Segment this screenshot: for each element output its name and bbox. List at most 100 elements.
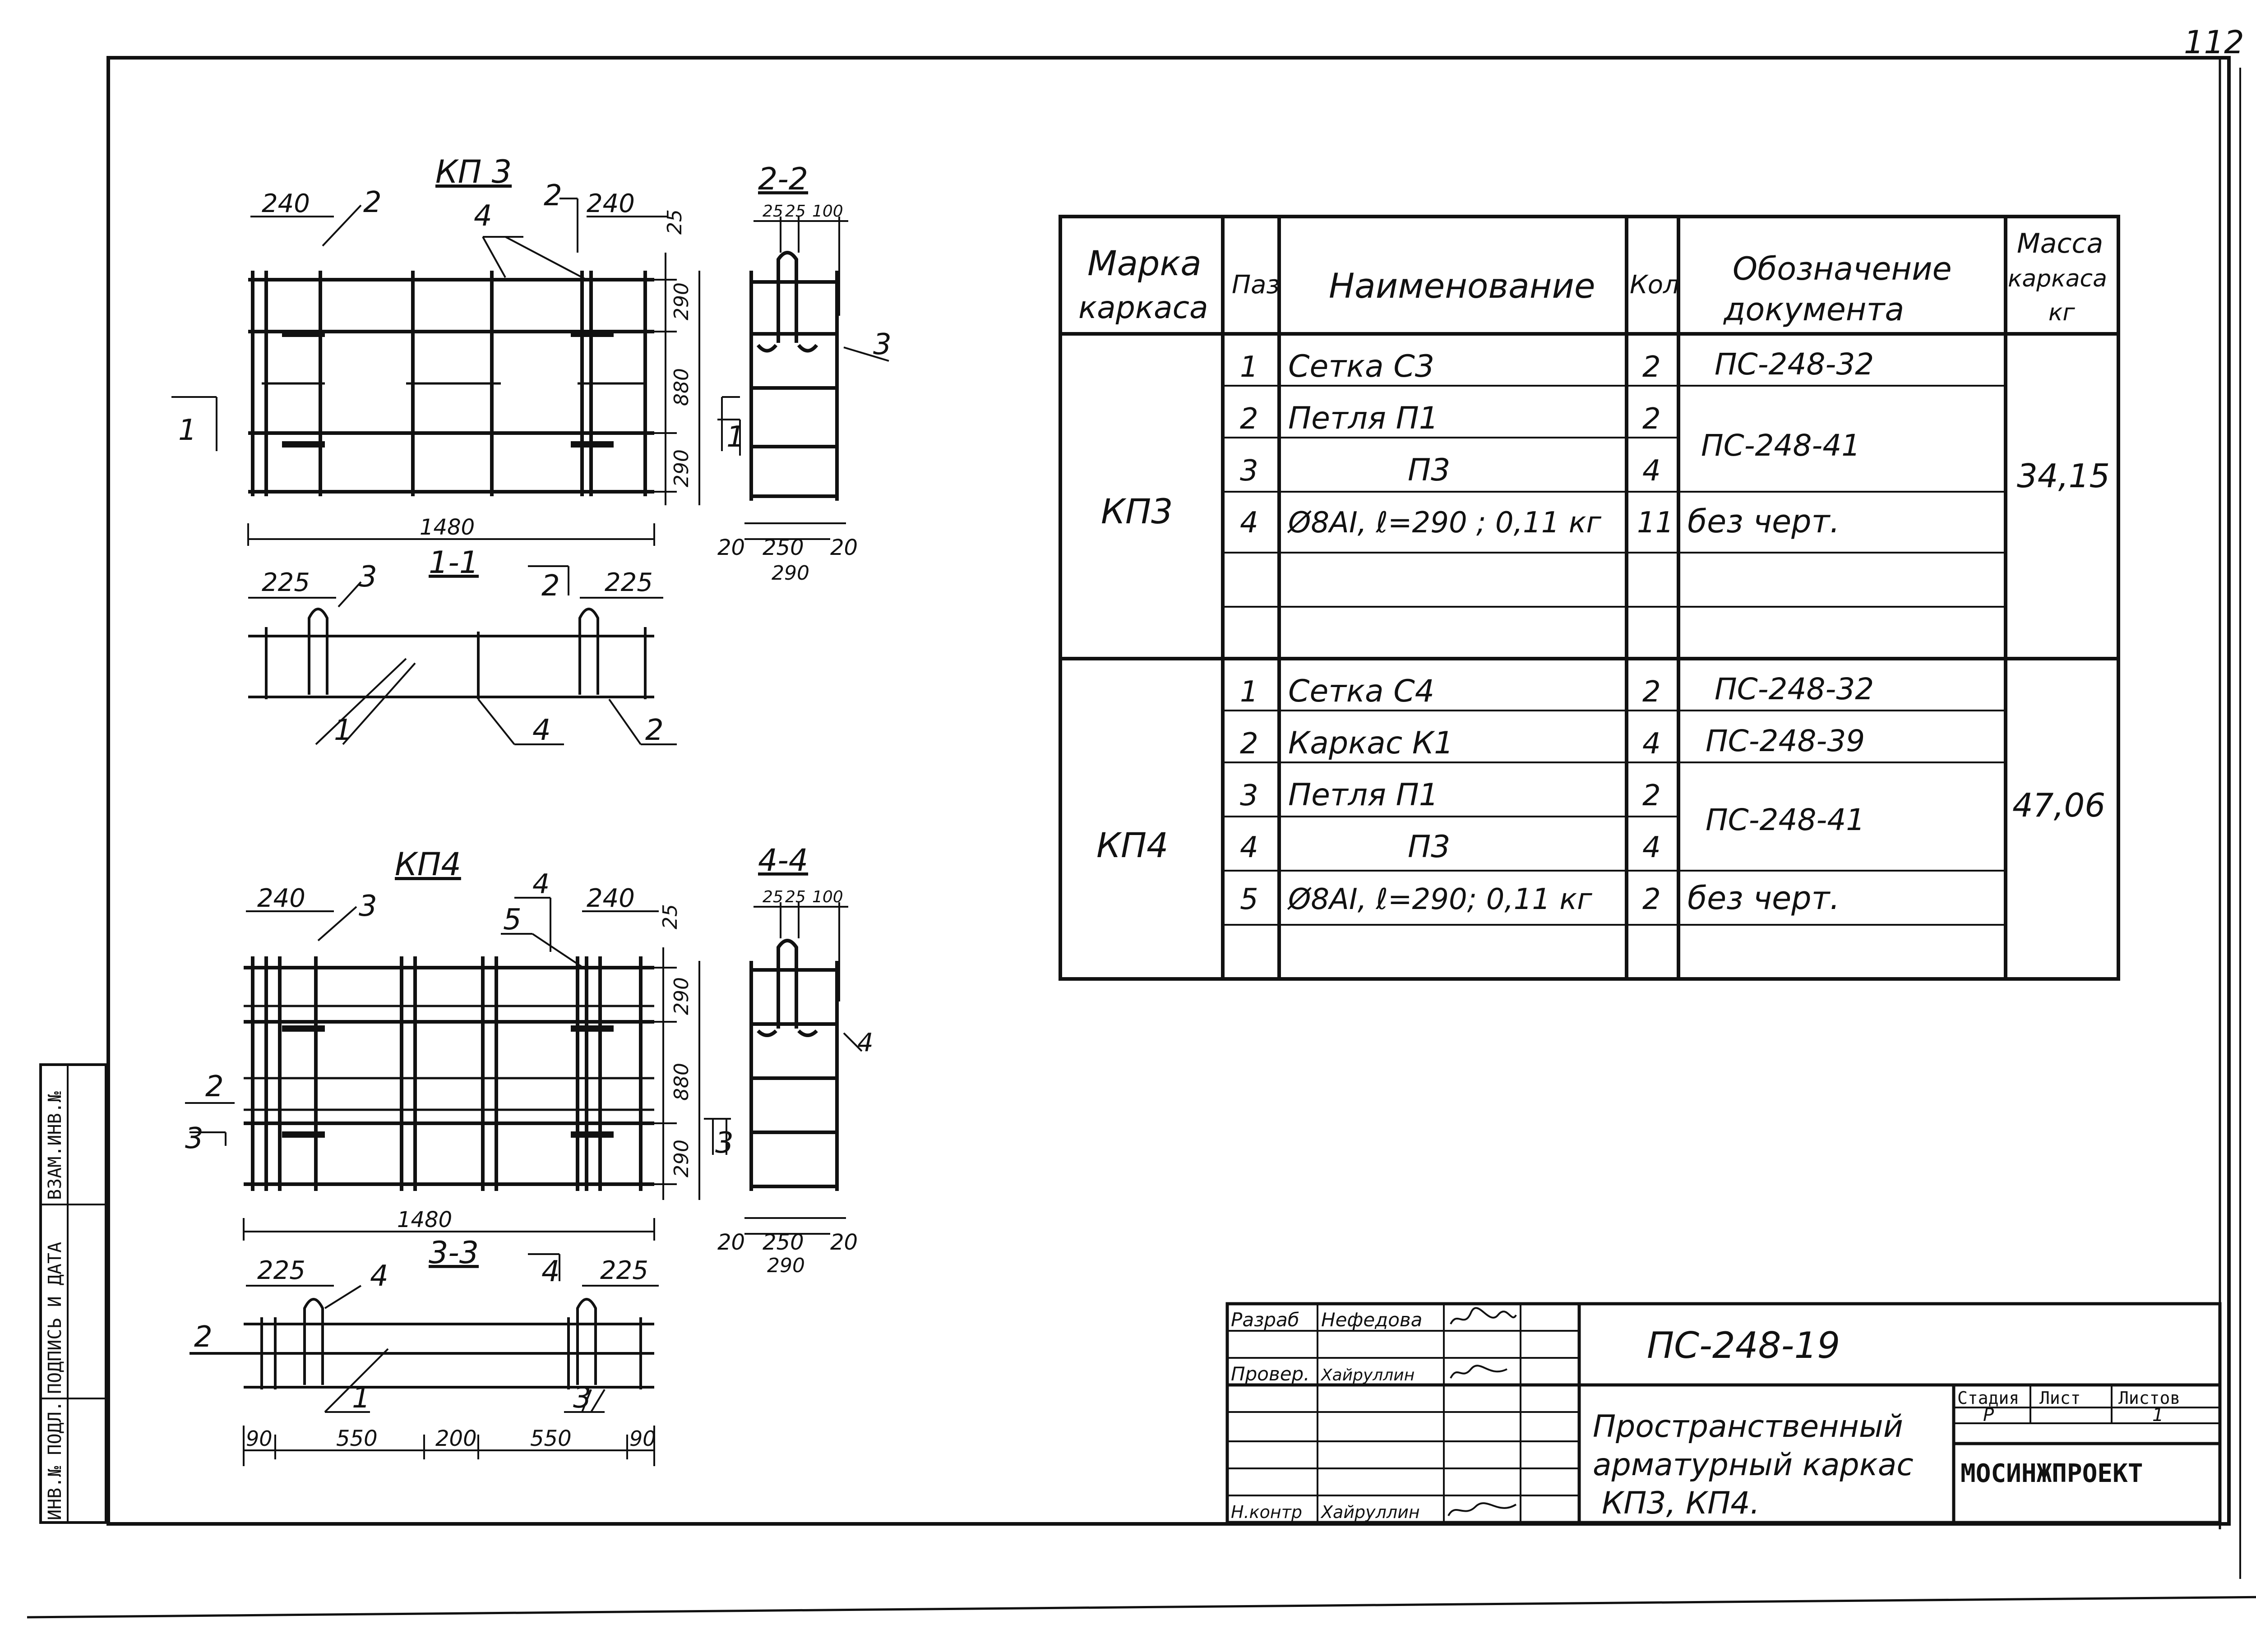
spec-pos: 4 xyxy=(1240,831,1258,864)
sec22-dim-3: 100 xyxy=(812,202,843,221)
drawing-kp4: КП4 xyxy=(185,846,731,1241)
spec-qty: 4 xyxy=(1642,727,1661,761)
sec33-dim-b2: 550 xyxy=(336,1426,378,1451)
sec33-dim-b3: 200 xyxy=(435,1426,477,1451)
spec-pos: 1 xyxy=(1240,351,1258,384)
role-2-name: Хайруллин xyxy=(1320,1366,1415,1384)
kp3-dim-total: 1480 xyxy=(420,515,475,540)
spec-qty: 2 xyxy=(1642,779,1661,812)
sec11-callout-4: 4 xyxy=(532,714,551,747)
sec22-dim-b3: 20 xyxy=(830,535,858,560)
sec22-section-1: 1 xyxy=(726,420,745,454)
sec11-dim-right: 225 xyxy=(605,568,653,597)
spec-pos: 3 xyxy=(1240,779,1258,812)
table-row: 1 Сетка С4 2 ПС-248-32 xyxy=(1240,672,1874,709)
kp4-dim-right: 240 xyxy=(587,884,635,913)
sec33-title: 3-3 xyxy=(429,1235,479,1271)
hdr-mass-3: кг xyxy=(2048,299,2075,326)
title-block: Разраб Нефедова Провер. Хайруллин Н.конт… xyxy=(1225,1302,2222,1524)
kp4-callout-4: 4 xyxy=(532,868,550,900)
spec-name: Каркас К1 xyxy=(1288,725,1453,761)
sec33-callout-2: 2 xyxy=(194,1320,213,1354)
kp3-dim-h3: 290 xyxy=(670,449,693,487)
sec11-title: 1-1 xyxy=(429,545,479,581)
hdr-pos: Паз xyxy=(1232,270,1280,300)
hdr-doc-1: Обозначение xyxy=(1733,250,1952,287)
spec-doc: ПС-248-41 xyxy=(1706,803,1865,837)
spec-doc: ПС-248-32 xyxy=(1715,672,1874,706)
hdr-qty: Кол xyxy=(1630,270,1679,300)
sec33-callout-3: 3 xyxy=(573,1381,592,1415)
sec33-dim-left: 225 xyxy=(257,1256,305,1285)
kp3-dim-left: 240 xyxy=(262,189,310,218)
table-row: 4 Ø8АI, ℓ=290 ; 0,11 кг 11 без черт. xyxy=(1240,503,1840,540)
sec44-dim-b4: 290 xyxy=(767,1254,805,1277)
kp3-callout-2b: 2 xyxy=(544,179,562,212)
role-6-name: Хайруллин xyxy=(1320,1502,1420,1522)
hdr-mass-1: Масса xyxy=(2017,228,2103,259)
sec11-section-2: 2 xyxy=(541,569,560,603)
spec-mass-kp4: 47,06 xyxy=(2012,786,2105,824)
kp4-dim-h3: 290 xyxy=(670,1140,693,1177)
spec-qty: 4 xyxy=(1642,831,1661,864)
kp4-dim-left: 240 xyxy=(257,884,305,913)
spec-qty: 4 xyxy=(1642,454,1661,488)
spec-pos: 4 xyxy=(1240,506,1258,540)
role-2: Провер. xyxy=(1231,1363,1310,1385)
stage-label: Стадия xyxy=(1957,1388,2019,1408)
drawing-sec22: 2-2 25 25 100 3 20 250 xyxy=(717,162,892,585)
spec-qty: 2 xyxy=(1642,675,1661,709)
sec33-dim-right: 225 xyxy=(600,1256,648,1285)
sec44-section-3: 3 xyxy=(715,1126,734,1160)
sec33-callout-1: 1 xyxy=(352,1381,370,1415)
spec-pos: 5 xyxy=(1240,883,1258,916)
sec11-callout-2: 2 xyxy=(645,714,664,747)
spec-name: П3 xyxy=(1408,452,1450,488)
sec44-dim-1: 25 xyxy=(763,888,783,906)
spec-doc: без черт. xyxy=(1687,503,1840,540)
sec44-title: 4-4 xyxy=(758,843,808,878)
role-1: Разраб xyxy=(1231,1309,1299,1331)
drawing-sec44: 4-4 25 25 100 4 20 250 xyxy=(704,843,874,1277)
drawing-kp3: КП 3 xyxy=(171,153,740,546)
spec-mass-kp3: 34,15 xyxy=(2017,457,2110,495)
doc-code: ПС-248-19 xyxy=(1647,1324,1840,1366)
spec-qty: 2 xyxy=(1642,883,1661,916)
spec-pos: 3 xyxy=(1240,454,1258,488)
table-row: 4 П3 4 xyxy=(1240,829,1661,865)
sec33-callout-4: 4 xyxy=(370,1260,388,1293)
table-row: 1 Сетка С3 2 ПС-248-32 xyxy=(1240,347,1874,384)
spec-pos: 2 xyxy=(1240,727,1258,761)
spec-name: Петля П1 xyxy=(1288,401,1438,436)
kp4-dim-top: 25 xyxy=(659,904,682,929)
sec33-dim-b4: 550 xyxy=(530,1426,572,1451)
kp3-section-1: 1 xyxy=(178,414,197,447)
role-6: Н.контр xyxy=(1231,1502,1302,1522)
sec11-dim-left: 225 xyxy=(262,568,310,597)
spec-name: Сетка С4 xyxy=(1288,674,1434,709)
spec-qty: 2 xyxy=(1642,402,1661,436)
sec22-title: 2-2 xyxy=(758,162,808,197)
spec-mark-kp3: КП3 xyxy=(1101,491,1173,531)
kp4-dim-h2: 880 xyxy=(670,1063,693,1101)
drawing-sec33: 3-3 xyxy=(190,1235,659,1466)
hdr-mass-2: каркаса xyxy=(2008,265,2107,292)
sec22-dim-2: 25 xyxy=(785,202,806,221)
hdr-name: Наименование xyxy=(1329,266,1595,306)
spec-pos: 1 xyxy=(1240,675,1258,709)
org-name: МОСИНЖПРОЕКТ xyxy=(1960,1459,2143,1488)
sec22-dim-b4: 290 xyxy=(772,562,809,585)
sec22-dim-b1: 20 xyxy=(717,535,745,560)
kp3-dim-h1: 290 xyxy=(670,282,693,320)
stamp-label-vzam: ВЗАМ.ИНВ.№ xyxy=(45,1091,65,1200)
sec44-dim-2: 25 xyxy=(785,888,806,906)
kp4-callout-5: 5 xyxy=(503,903,522,937)
table-row: 3 П3 4 xyxy=(1240,452,1661,488)
hdr-doc-2: документа xyxy=(1723,291,1904,328)
hdr-mark-2: каркаса xyxy=(1078,290,1208,326)
sheets-label: Листов xyxy=(2118,1388,2180,1408)
sec11-callout-1: 1 xyxy=(334,714,352,747)
kp3-callout-4: 4 xyxy=(474,199,492,233)
stage-value: Р xyxy=(1983,1405,1994,1426)
